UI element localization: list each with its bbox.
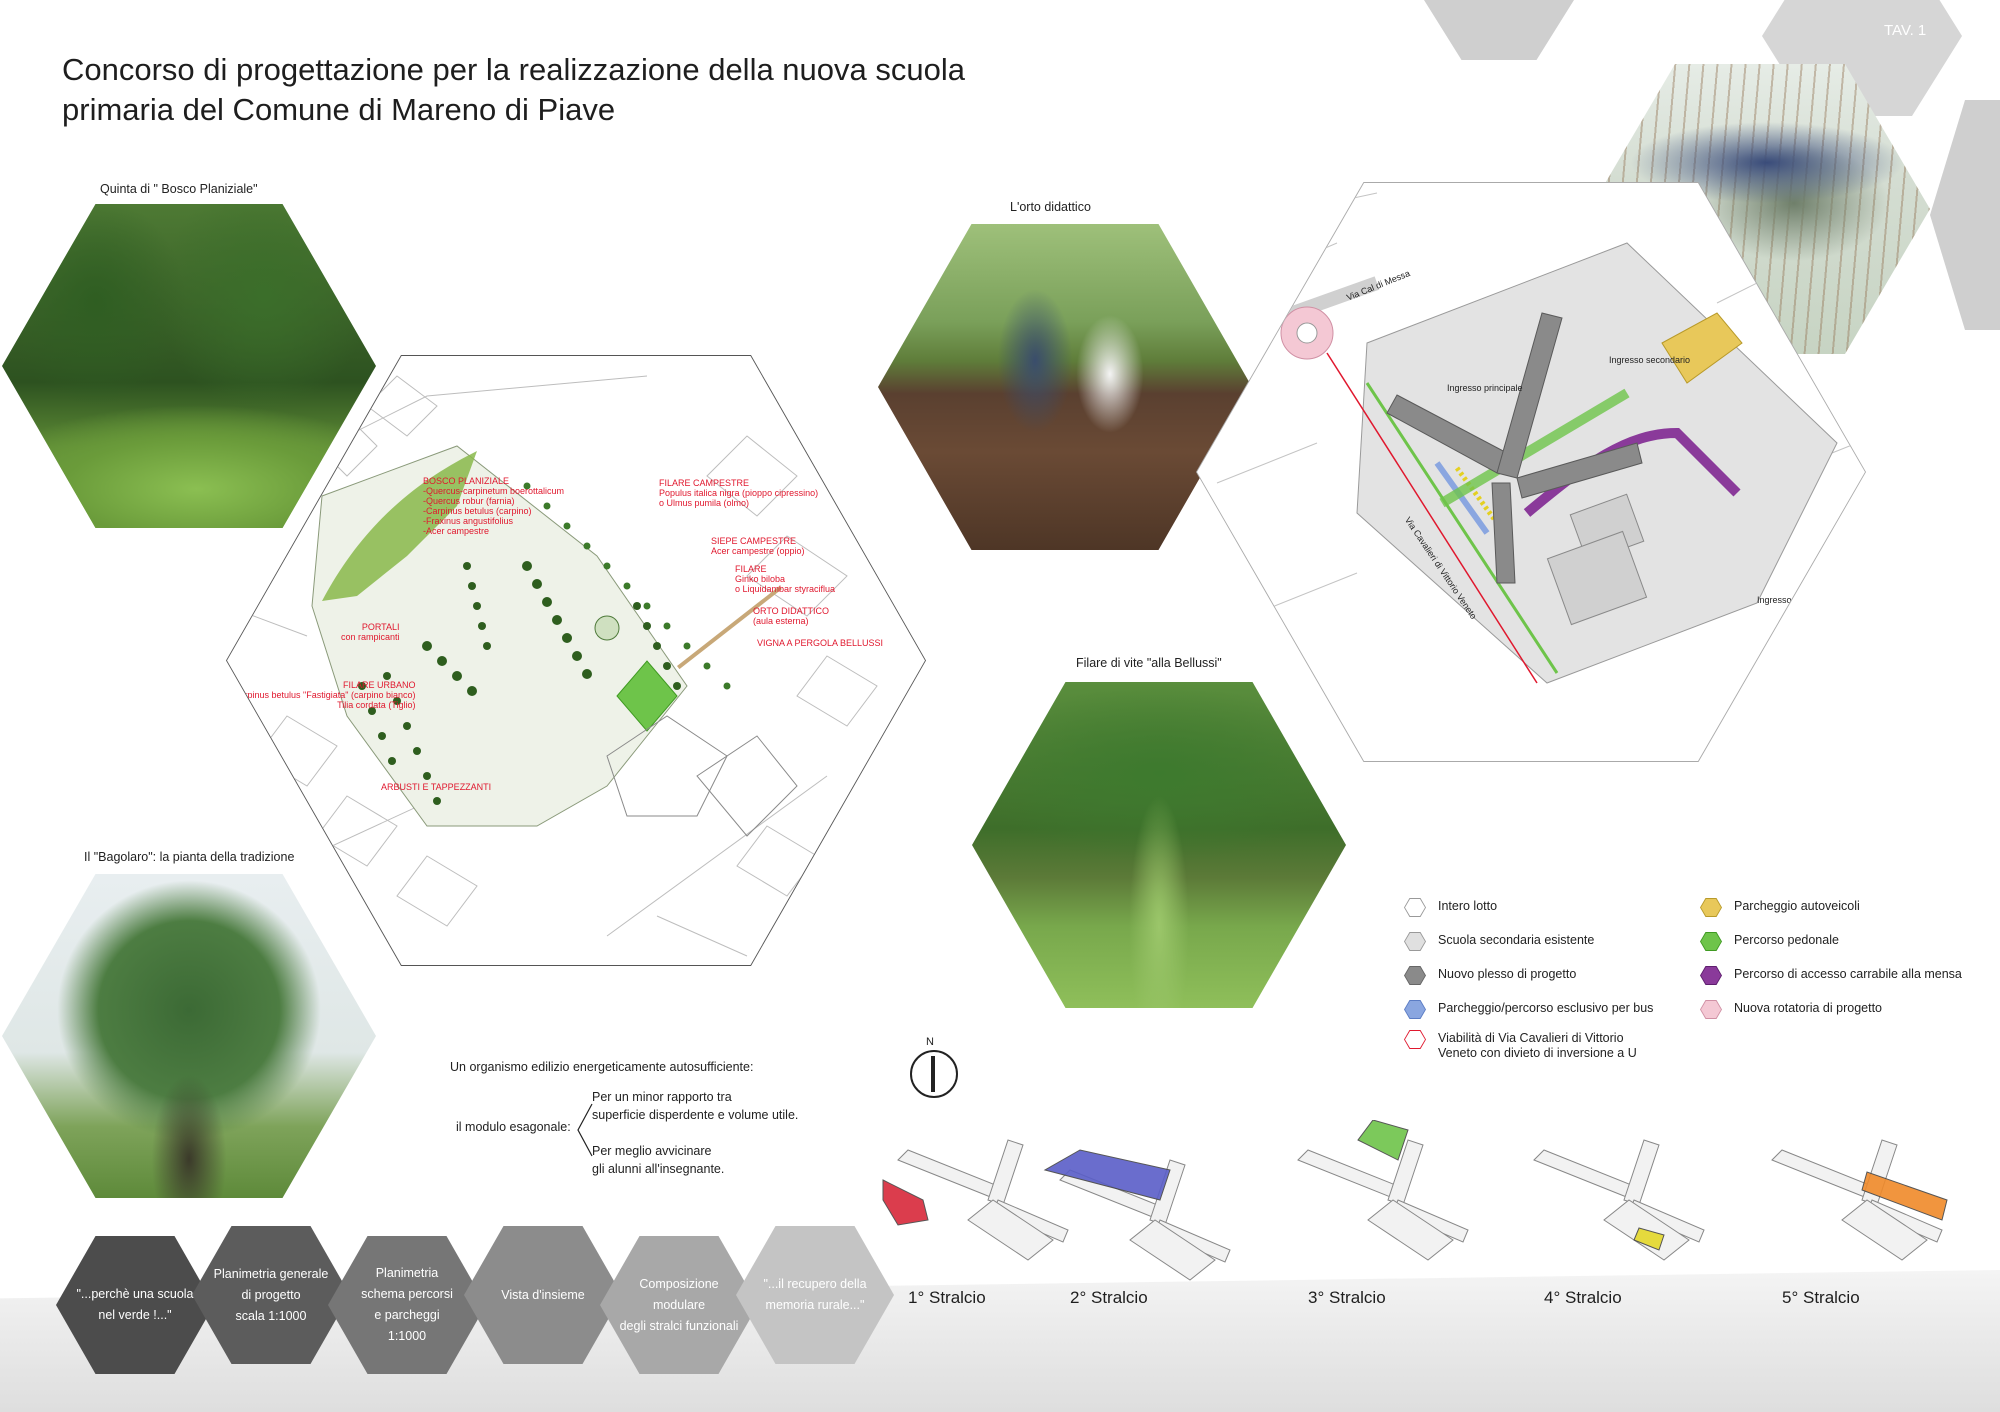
stage-label: 3° Stralcio [1308,1288,1386,1307]
photo-caption-bosco: Quinta di " Bosco Planiziale" [100,182,258,196]
legend-swatch-icon [1404,898,1426,917]
photo-caption-bagolaro: Il "Bagolaro": la pianta della tradizion… [84,850,295,864]
legend-swatch-icon [1404,1000,1426,1019]
photo-bagolaro [2,874,376,1198]
photo-bosco-planiziale [2,204,376,528]
legend-swatch-icon [1700,932,1722,951]
site-label-ingresso-secondario: Ingresso secondario [1609,355,1691,365]
stage-highlight [1633,1227,1665,1251]
stage-highlight [882,1179,929,1226]
plan-label-filare-campestre: FILARE CAMPESTRE Populus italica nigra (… [659,478,819,508]
legend-label: Scuola secondaria esistente [1438,933,1595,947]
plan-label-portali: PORTALI con rampicanti [341,622,400,642]
stage-label: 4° Stralcio [1544,1288,1622,1307]
photo-caption-vite: Filare di vite "alla Bellussi" [1076,656,1222,670]
compass-needle-icon [931,1056,935,1092]
stage-diagram [1297,1120,1469,1261]
stage-highlight [1357,1120,1409,1161]
stage-diagram [1043,1149,1231,1281]
siteplan-hex: Via Cal di Messa Via Cavalieri di Vittor… [1197,183,1865,761]
stage-label: 1° Stralcio [908,1288,986,1307]
legend-label: Nuova rotatoria di progetto [1734,1001,1883,1015]
concept-modulo: il modulo esagonale: [456,1120,571,1134]
photo-filare-vite [972,682,1346,1008]
stage-highlight [1861,1171,1948,1221]
compass: N [910,1036,958,1098]
photo-caption-orto: L'orto didattico [1010,200,1091,214]
masterplan-hex: BOSCO PLANIZIALE -Quercus-carpinetum boe… [227,356,925,965]
legend-swatch-icon [1404,966,1426,985]
legend-swatch-icon [1404,1030,1426,1049]
concept-heading: Un organismo edilizio energeticamente au… [450,1060,754,1074]
stage-diagram [1771,1139,1948,1261]
legend-label: Percorso di accesso carrabile alla mensa [1734,967,1962,981]
page-title: Concorso di progettazione per la realizz… [62,52,965,127]
stage-highlight [1043,1149,1171,1201]
stage-diagram [882,1139,1069,1261]
concept-brace [577,1103,593,1157]
compass-north-label: N [926,1036,934,1048]
site-label-ingresso-principale: Ingresso principale [1447,383,1523,393]
plan-label-arbusti: ARBUSTI E TAPPEZZANTI [381,782,492,792]
photo-orto-didattico [878,224,1252,550]
legend-label: Percorso pedonale [1734,933,1839,947]
legend-swatch-icon [1700,1000,1722,1019]
legend-label: Intero lotto [1438,899,1498,913]
concept-reason-1: Per un minor rapporto tra superficie dis… [592,1090,799,1122]
concept-reason-2: Per meglio avvicinare gli alunni all'ins… [592,1144,725,1176]
legend-swatch-icon [1700,966,1722,985]
plan-label-bosco: BOSCO PLANIZIALE -Quercus-carpinetum boe… [423,476,565,536]
legend-label: Parcheggio/percorso esclusivo per bus [1438,1001,1654,1015]
plan-label-filare: FILARE Ginko biloba o Liquidambar styrac… [735,564,836,594]
legend-swatch-icon [1700,898,1722,917]
plan-label-siepe: SIEPE CAMPESTRE Acer campestre (oppio) [711,536,805,556]
stage-label: 2° Stralcio [1070,1288,1148,1307]
plan-label-filare-urbano: FILARE URBANO Carpinus betulus "Fastigia… [233,680,416,710]
nav-tab-3[interactable]: Planimetria schema percorsi e parcheggi … [328,1236,486,1374]
legend-label: Nuovo plesso di progetto [1438,967,1577,981]
masterplan-drawing [227,375,878,957]
stage-label: 5° Stralcio [1782,1288,1860,1307]
legend-swatch-icon [1404,932,1426,951]
plan-label-vigna: VIGNA A PERGOLA BELLUSSI [757,638,884,648]
plan-label-orto: ORTO DIDATTICO (aula esterna) [753,606,830,626]
deco-hex-right [1930,100,2000,330]
stage-diagram [1533,1139,1705,1261]
deco-hex-top-1 [1424,0,1574,60]
legend-label: Viabilità di Via Cavalieri di Vittorio V… [1438,1031,1637,1060]
tav-label: TAV. 1 [1884,22,1927,39]
legend-label: Parcheggio autoveicoli [1734,899,1860,913]
siteplan-drawing [1197,192,1858,684]
